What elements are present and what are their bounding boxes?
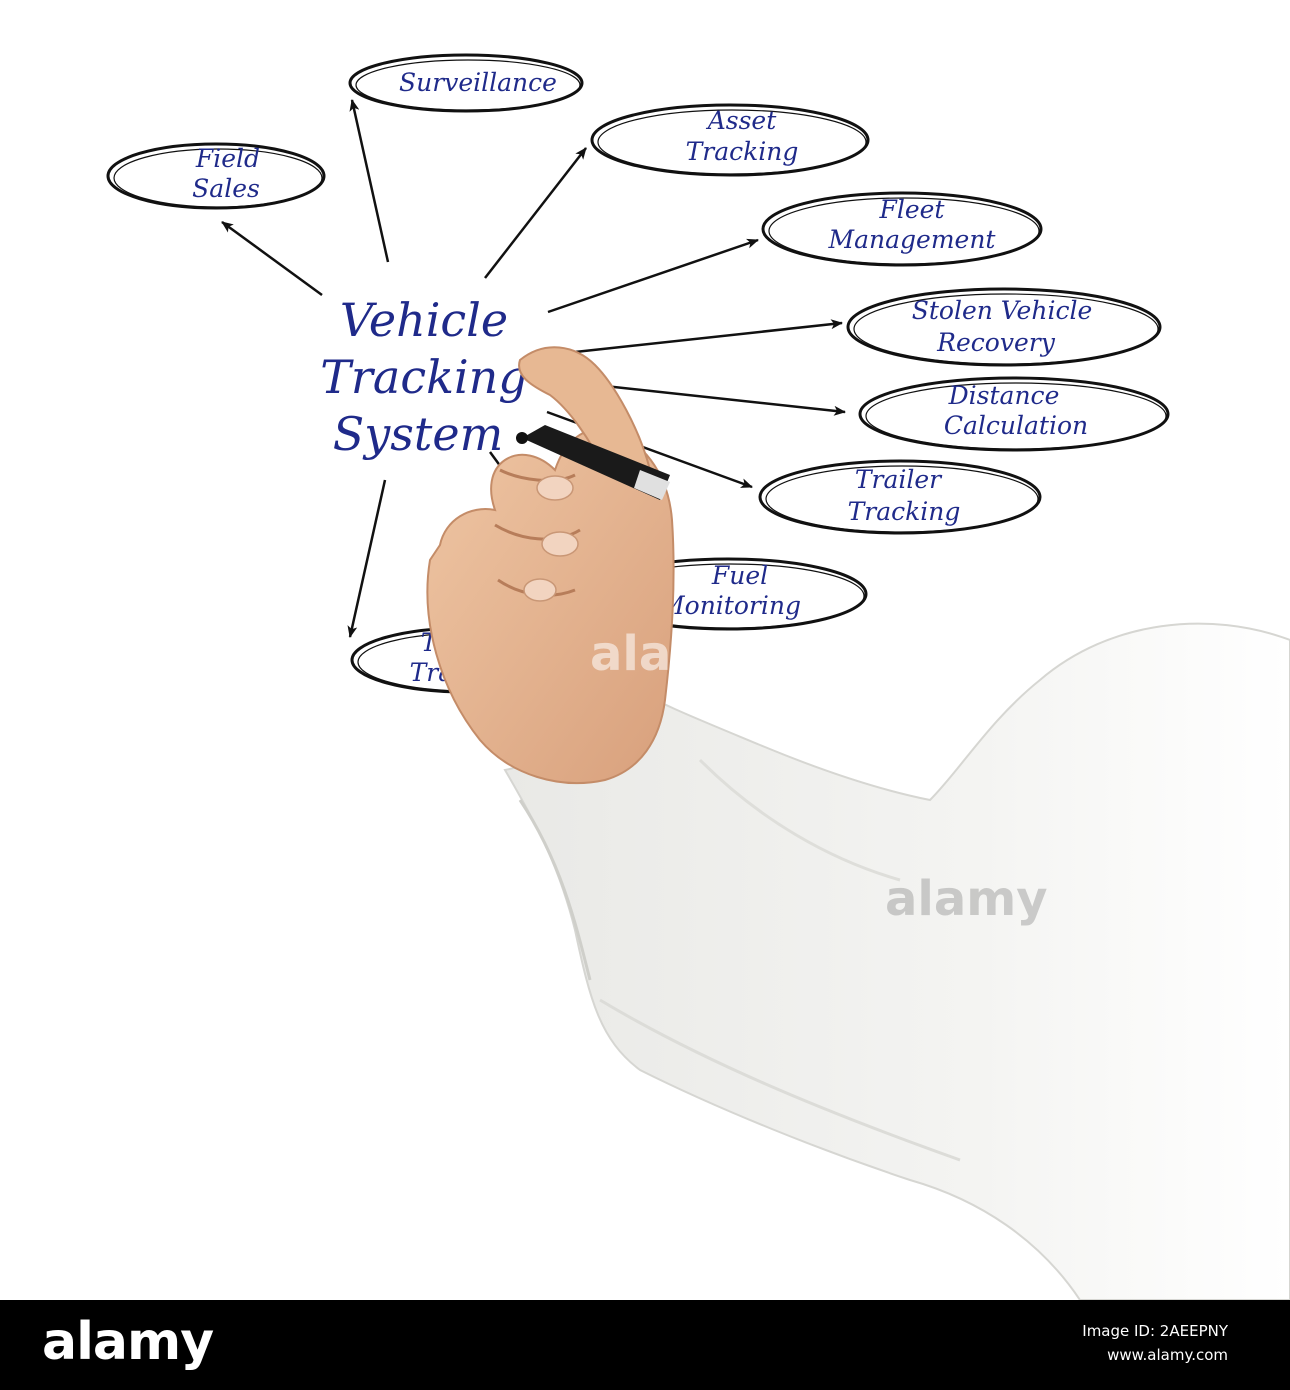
arrow-to-surveillance bbox=[349, 99, 390, 263]
watermark-lower: alamy bbox=[885, 871, 1048, 927]
arrow-to-asset-tracking bbox=[484, 147, 587, 279]
node-label-fuel-monitoring-1: Fuel bbox=[711, 561, 768, 590]
marker-pen bbox=[516, 425, 670, 500]
node-label-distance-calculation-2: Calculation bbox=[944, 411, 1088, 440]
center-title: Vehicle Tracking System bbox=[320, 293, 528, 461]
node-label-fleet-management-2: Management bbox=[828, 225, 997, 254]
ellipse-asset-tracking bbox=[590, 103, 870, 177]
node-label-trailer-tracking-1: Trailer bbox=[855, 465, 943, 494]
node-label-surveillance: Surveillance bbox=[399, 68, 557, 97]
center-title-line-1: Vehicle bbox=[340, 293, 508, 347]
node-label-stolen-vehicle-recovery-2: Recovery bbox=[936, 328, 1056, 357]
ellipse-stolen-vehicle-recovery bbox=[846, 287, 1162, 367]
hand-with-marker-illustration bbox=[426, 346, 1290, 1300]
diagram-stage: Vehicle Tracking System Field Sales Surv… bbox=[106, 53, 1290, 1300]
arrow-to-distance-calculation bbox=[567, 380, 846, 416]
node-label-asset-tracking-1: Asset bbox=[706, 106, 778, 135]
node-label-fuel-monitoring-2: Monitoring bbox=[658, 591, 801, 620]
node-label-trailer-tracking-2: Tracking bbox=[848, 497, 961, 526]
ellipse-fleet-management bbox=[761, 191, 1043, 267]
ellipse-surveillance bbox=[348, 53, 584, 113]
ellipse-distance-calculation bbox=[858, 376, 1170, 452]
watermark-upper: alamy bbox=[590, 626, 753, 682]
node-label-stolen-vehicle-recovery-1: Stolen Vehicle bbox=[912, 296, 1093, 325]
arrow-to-field-sales bbox=[221, 220, 323, 297]
stock-photo-footer: alamy Image ID: 2AEEPNY www.alamy.com bbox=[0, 1300, 1290, 1390]
footer-url: www.alamy.com bbox=[1107, 1346, 1228, 1364]
node-label-distance-calculation-1: Distance bbox=[948, 381, 1060, 410]
footer-image-id: Image ID: 2AEEPNY bbox=[1082, 1322, 1228, 1340]
arrow-to-stolen-vehicle-recovery bbox=[574, 319, 843, 354]
node-label-fleet-management-1: Fleet bbox=[879, 195, 946, 224]
node-label-asset-tracking-2: Tracking bbox=[686, 137, 799, 166]
node-ellipse-group bbox=[106, 53, 1170, 694]
arrow-to-fleet-management bbox=[547, 238, 759, 314]
center-title-line-3: System bbox=[333, 407, 503, 461]
shirt-sleeve bbox=[503, 622, 1290, 1300]
arrow-to-transit-tracking bbox=[347, 479, 387, 638]
ellipse-field-sales bbox=[106, 142, 326, 210]
hand-palm bbox=[426, 428, 675, 784]
ellipse-trailer-tracking bbox=[758, 459, 1042, 535]
vehicle-tracking-diagram: Vehicle Tracking System Field Sales Surv… bbox=[106, 53, 1290, 1300]
center-title-line-2: Tracking bbox=[320, 350, 528, 404]
node-label-field-sales-2: Sales bbox=[192, 174, 260, 203]
node-label-field-sales-1: Field bbox=[195, 144, 260, 173]
footer-logo: alamy bbox=[42, 1312, 214, 1372]
